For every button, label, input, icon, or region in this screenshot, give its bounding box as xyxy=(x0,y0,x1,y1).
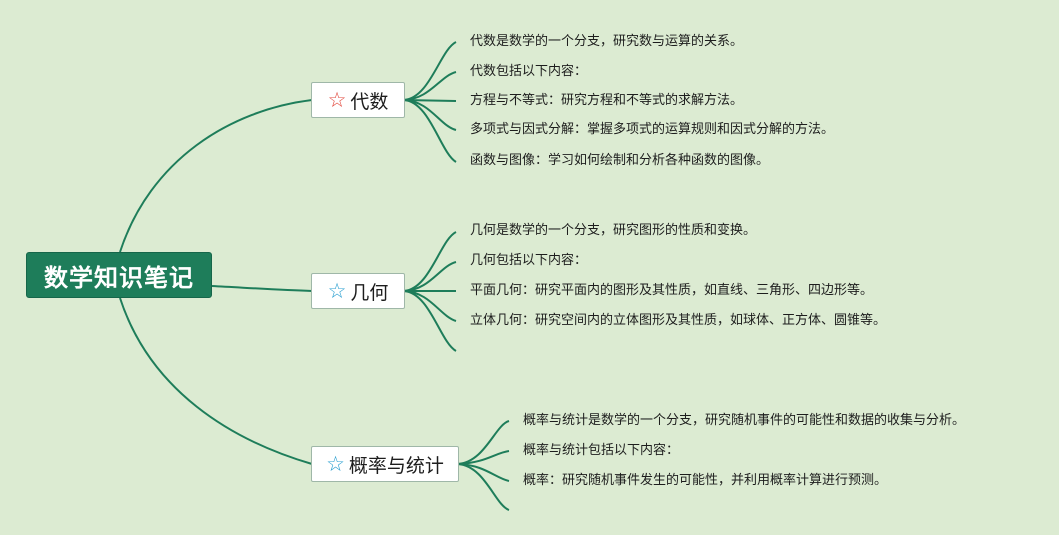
branch-geometry[interactable]: ☆ 几何 xyxy=(311,273,405,309)
star-outline-blue-icon: ☆ xyxy=(326,451,345,476)
geometry-item-3: 平面几何：研究平面内的图形及其性质，如直线、三角形、四边形等。 xyxy=(470,283,874,298)
star-outline-red-icon: ☆ xyxy=(327,87,347,112)
geometry-leaf-connectors xyxy=(403,231,457,352)
geometry-item-4: 立体几何：研究空间内的立体图形及其性质，如球体、正方体、圆锥等。 xyxy=(470,313,887,328)
branch-algebra-label: 代数 xyxy=(350,90,389,113)
algebra-item-2: 代数包括以下内容： xyxy=(470,64,588,79)
algebra-leaf-connectors xyxy=(403,41,457,163)
geometry-item-1: 几何是数学的一个分支，研究图形的性质和变换。 xyxy=(470,223,757,238)
connector-root-geometry xyxy=(211,285,313,292)
connector-root-probability xyxy=(119,297,313,465)
algebra-item-5: 函数与图像：学习如何绘制和分析各种函数的图像。 xyxy=(470,153,770,168)
root-node[interactable]: 数学知识笔记 xyxy=(26,252,212,298)
algebra-item-4: 多项式与因式分解：掌握多项式的运算规则和因式分解的方法。 xyxy=(470,122,835,137)
branch-probability[interactable]: ☆ 概率与统计 xyxy=(311,446,459,482)
branch-algebra[interactable]: ☆ 代数 xyxy=(311,82,405,118)
algebra-item-3: 方程与不等式：研究方程和不等式的求解方法。 xyxy=(470,93,744,108)
root-title: 数学知识笔记 xyxy=(44,263,194,292)
probability-item-1: 概率与统计是数学的一个分支，研究随机事件的可能性和数据的收集与分析。 xyxy=(523,413,966,428)
branch-geometry-label: 几何 xyxy=(350,281,389,304)
algebra-item-1: 代数是数学的一个分支，研究数与运算的关系。 xyxy=(470,34,744,49)
connector-root-algebra xyxy=(119,99,313,253)
probability-item-3: 概率：研究随机事件发生的可能性，并利用概率计算进行预测。 xyxy=(523,473,888,488)
branch-probability-label: 概率与统计 xyxy=(348,454,444,477)
probability-leaf-connectors xyxy=(457,420,510,511)
geometry-item-2: 几何包括以下内容： xyxy=(470,253,588,268)
probability-item-2: 概率与统计包括以下内容： xyxy=(523,443,680,458)
star-outline-blue-icon: ☆ xyxy=(327,278,347,303)
